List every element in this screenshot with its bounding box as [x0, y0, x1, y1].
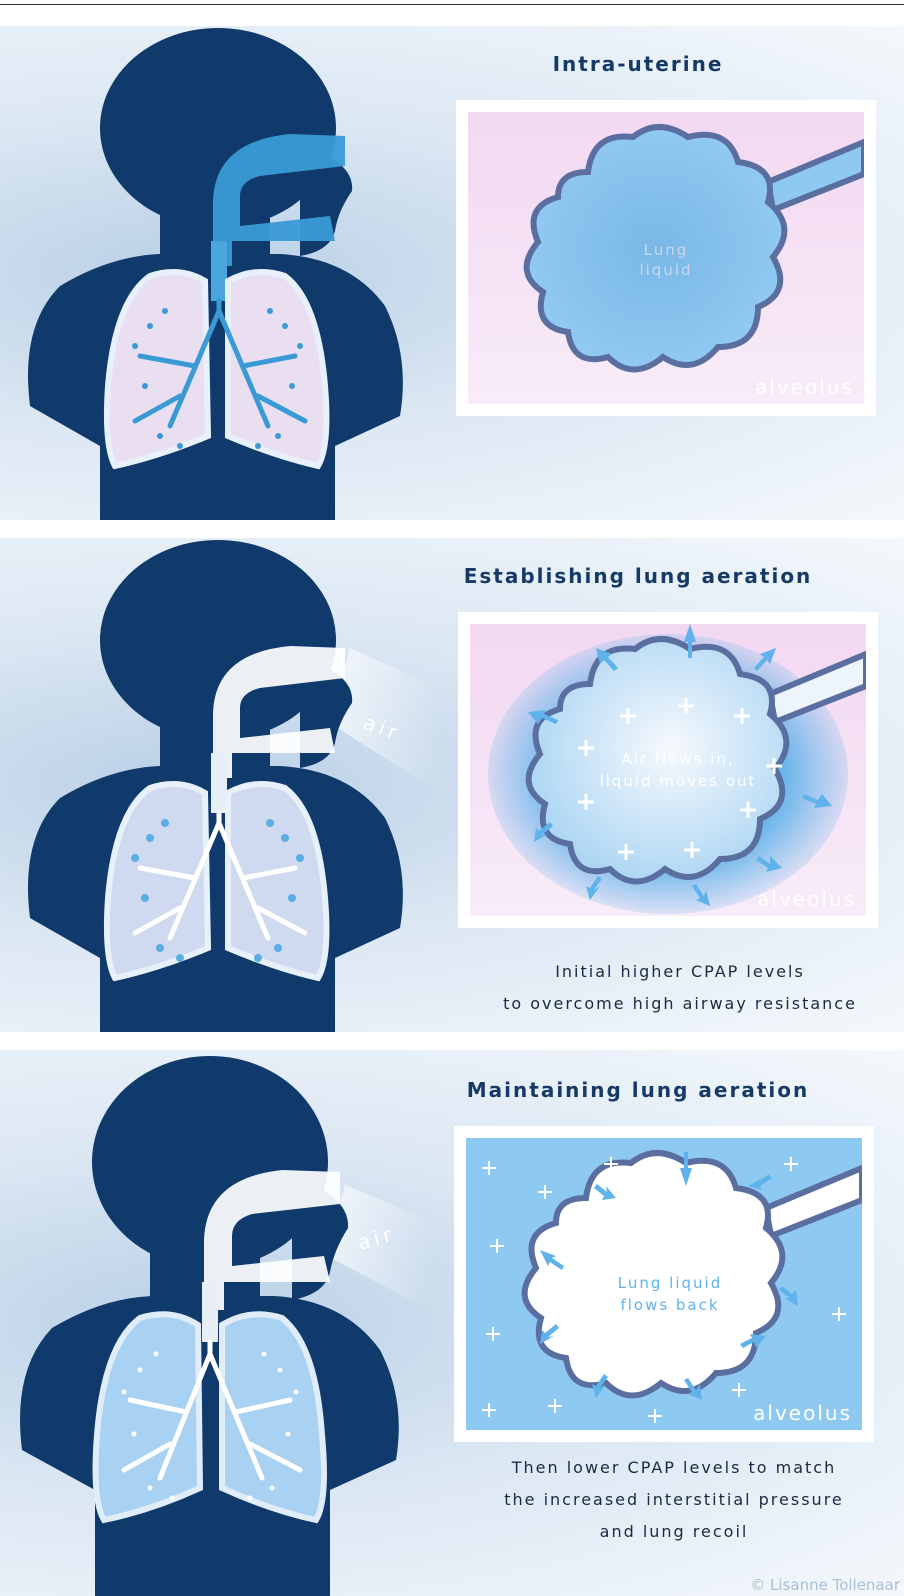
alveolus-box: Lung liquid alveolus: [456, 100, 876, 416]
alveolus-icon: Lung liquid flows back alveolus: [466, 1138, 862, 1430]
box-label-line: Lung: [644, 241, 689, 259]
box-label-line: liquid moves out: [600, 772, 757, 790]
top-border: [0, 4, 904, 5]
alveolus-box: Air flows in, liquid moves out alveolus: [458, 612, 878, 928]
alveolus-label: alveolus: [755, 375, 854, 399]
caption-line: Initial higher CPAP levels: [470, 956, 890, 988]
alveolus-label: alveolus: [753, 1401, 852, 1425]
panel-title: Establishing lung aeration: [428, 564, 848, 588]
alveolus-label: alveolus: [757, 887, 856, 911]
box-label-line: flows back: [620, 1296, 719, 1314]
box-label-line: Air flows in,: [621, 750, 734, 768]
panel-intra-uterine: Intra-uterine Lung liquid alveolus: [0, 26, 904, 520]
caption-line: Then lower CPAP levels to match: [464, 1452, 884, 1484]
panel-title: Maintaining lung aeration: [428, 1078, 848, 1102]
alveolus-icon: Lung liquid alveolus: [468, 112, 864, 404]
panel-title: Intra-uterine: [428, 52, 848, 76]
caption-line: and lung recoil: [464, 1516, 884, 1548]
copyright-credit: © Lisanne Tollenaar: [750, 1576, 900, 1594]
box-label-line: liquid: [639, 261, 692, 279]
panel-caption: Initial higher CPAP levels to overcome h…: [470, 956, 890, 1020]
alveolus-icon: Air flows in, liquid moves out alveolus: [470, 624, 866, 916]
box-label-line: Lung liquid: [618, 1274, 722, 1292]
caption-line: the increased interstitial pressure: [464, 1484, 884, 1516]
alveolus-box: Lung liquid flows back alveolus: [454, 1126, 874, 1442]
panel-caption: Then lower CPAP levels to match the incr…: [464, 1452, 884, 1548]
panel-maintaining-aeration: air Maintaining lung aeration: [0, 1050, 904, 1596]
caption-line: to overcome high airway resistance: [470, 988, 890, 1020]
panel-establishing-aeration: air Establishing lung aeration: [0, 538, 904, 1032]
